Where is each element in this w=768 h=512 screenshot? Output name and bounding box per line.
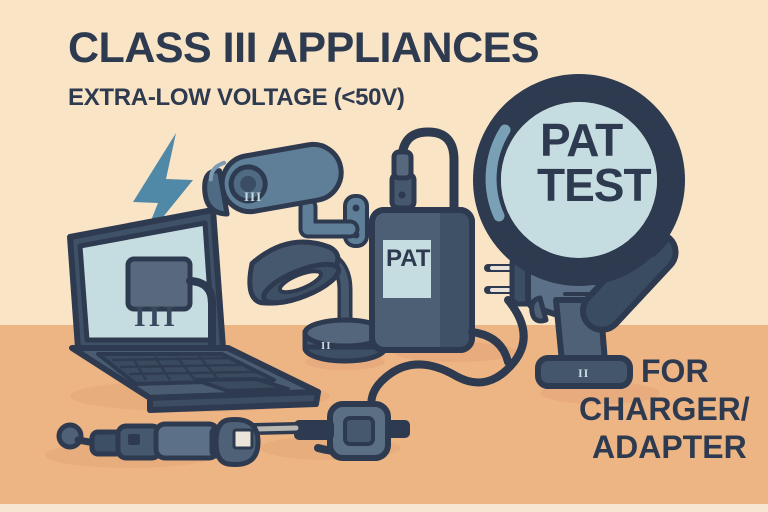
cable-connector bbox=[247, 401, 410, 461]
page-subtitle: EXTRA-LOW VOLTAGE (<50V) bbox=[68, 84, 405, 111]
laptop bbox=[67, 207, 321, 413]
laptop-screen-mark: III bbox=[134, 300, 179, 333]
cordless-drill bbox=[484, 253, 633, 389]
magnifying-glass bbox=[473, 74, 685, 333]
callout-line-3: ADAPTER bbox=[592, 429, 747, 465]
power-brick bbox=[369, 127, 512, 366]
lightning-bolt-icon bbox=[133, 133, 193, 243]
cctv-camera-mark: III bbox=[244, 189, 263, 204]
floor-strip bbox=[0, 504, 768, 512]
callout-line-1: FOR bbox=[641, 353, 709, 389]
screwdriver-tool bbox=[56, 416, 261, 468]
cordless-drill-mark: II bbox=[578, 366, 590, 380]
page-title: CLASS III APPLIANCES bbox=[68, 24, 540, 72]
power-brick-label: PAT bbox=[386, 245, 431, 272]
magnifier-text-line-2: TEST bbox=[537, 159, 652, 211]
desk-lamp-mark: II bbox=[321, 340, 332, 352]
magnifier-text-line-1: PAT bbox=[540, 114, 623, 166]
callout-line-2: CHARGER/ bbox=[579, 391, 750, 427]
cctv-camera bbox=[202, 141, 369, 248]
